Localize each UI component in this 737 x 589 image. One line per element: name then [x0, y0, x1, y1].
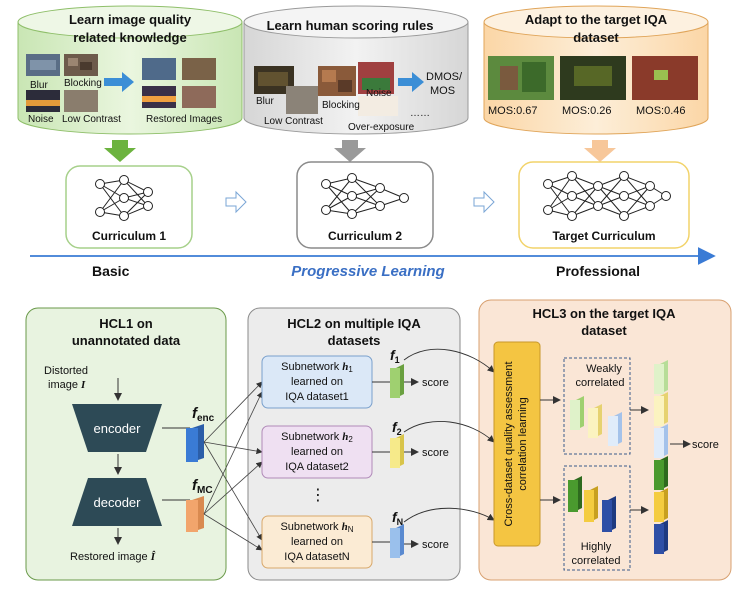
label2-overexposure: Over-exposure — [348, 122, 415, 133]
subnet-1-line2: learned on — [291, 376, 343, 388]
hcl1-title-1: HCL1 on — [99, 316, 153, 331]
highly-box — [563, 465, 631, 571]
curriculum-2-label: Curriculum 2 — [328, 229, 402, 243]
label2-blocking: Blocking — [322, 100, 360, 111]
subnet-dots: ⋮ — [310, 487, 326, 504]
label-professional: Professional — [556, 263, 640, 279]
subnet-2-line1: Subnetwork h2 — [281, 431, 353, 444]
thumb-restored-1 — [142, 58, 176, 80]
weakly-label-1: Weakly — [586, 363, 622, 375]
f1-label: f1 — [390, 347, 400, 365]
label-noise: Noise — [28, 114, 54, 125]
label2-ellipsis: …… — [410, 108, 430, 119]
label-low-contrast: Low Contrast — [62, 114, 121, 125]
distorted-label-2: image I — [48, 379, 86, 391]
subnet-2-line2: learned on — [291, 446, 343, 458]
cylinder-scoring: Learn human scoring rules Blur Low Contr… — [243, 5, 469, 135]
subnet-1-line1: Subnetwork h1 — [281, 361, 353, 374]
cylinder-knowledge: Learn image quality related knowledge Bl… — [17, 5, 243, 135]
label2-dmos: DMOS/ — [426, 71, 463, 83]
weakly-label-2: correlated — [576, 377, 625, 389]
fN-label: fN — [392, 509, 403, 527]
cyl1-title-1: Learn image quality — [69, 12, 192, 27]
thumb2-lowcontrast — [286, 86, 318, 114]
label-progressive: Progressive Learning — [291, 263, 444, 280]
restored-label: Restored image Î — [70, 551, 156, 563]
down-arrow-1 — [104, 140, 136, 162]
cyl3-title-1: Adapt to the target IQA — [525, 12, 668, 27]
curriculum-2-box — [296, 161, 434, 249]
hcl2-title-1: HCL2 on multiple IQA — [287, 316, 421, 331]
fan-connections — [203, 381, 263, 551]
hcl1-title-2: unannotated data — [72, 333, 181, 348]
label-blur: Blur — [30, 80, 48, 91]
label2-noise: Noise — [366, 88, 392, 99]
weakly-box — [563, 357, 631, 455]
thumb-low-contrast — [64, 90, 98, 112]
subnet-N-line2: learned on — [291, 536, 343, 548]
curve-connections — [403, 348, 495, 523]
arrow-c2-c3 — [473, 190, 495, 214]
thumb-restored-2 — [182, 58, 216, 80]
score-2: score — [422, 447, 449, 459]
encoder-label: encoder — [94, 421, 142, 436]
down-arrow-2 — [334, 140, 366, 162]
arrow-c1-c2 — [225, 190, 247, 214]
down-arrow-3 — [584, 140, 616, 162]
subnet-N-line1: Subnetwork hN — [280, 521, 353, 534]
encoder-block — [72, 404, 162, 452]
distorted-label-1: Distorted — [44, 365, 88, 377]
cross-dataset-box — [493, 341, 541, 547]
concat-stack — [654, 360, 668, 554]
subnet-N-line3: IQA datasetN — [284, 551, 349, 563]
cyl1-title-2: related knowledge — [73, 30, 186, 45]
curriculum-1-label: Curriculum 1 — [92, 229, 166, 243]
f2-label: f2 — [392, 419, 402, 437]
f-enc-label: fenc — [192, 405, 215, 424]
label2-lowcontrast: Low Contrast — [264, 116, 323, 127]
nn-icon-2 — [321, 173, 409, 219]
score-1: score — [422, 377, 449, 389]
cyl3-title-2: dataset — [573, 30, 619, 45]
cross-line-1: Cross-dataset quality assessment — [503, 361, 515, 526]
hcl3-score: score — [692, 439, 719, 451]
highly-label-1: Highly — [581, 541, 612, 553]
cross-line-2: correlation learning — [517, 397, 529, 491]
subnet-2-line3: IQA dataset2 — [285, 461, 349, 473]
label2-mos: MOS — [430, 85, 455, 97]
mos-3: MOS:0.46 — [636, 105, 686, 117]
highly-label-2: correlated — [572, 555, 621, 567]
score-N: score — [422, 539, 449, 551]
thumb-restored-4 — [182, 86, 216, 108]
hcl3-title-2: dataset — [581, 323, 627, 338]
nn-icon-1 — [95, 175, 153, 221]
label2-blur: Blur — [256, 96, 274, 107]
cylinder-target: Adapt to the target IQA dataset MOS:0.67… — [483, 5, 709, 135]
mos-2: MOS:0.26 — [562, 105, 612, 117]
label-restored: Restored Images — [146, 114, 222, 125]
label-blocking: Blocking — [64, 78, 102, 89]
hcl3-title-1: HCL3 on the target IQA — [532, 306, 676, 321]
decoder-label: decoder — [94, 495, 142, 510]
label-basic: Basic — [92, 263, 130, 279]
hcl2-title-2: datasets — [328, 333, 381, 348]
nn-icon-3 — [543, 171, 671, 221]
decoder-block — [72, 478, 162, 526]
mos-1: MOS:0.67 — [488, 105, 538, 117]
cyl2-title: Learn human scoring rules — [267, 18, 434, 33]
curriculum-3-label: Target Curriculum — [552, 229, 655, 243]
f-mc-label: fMC — [192, 477, 213, 496]
subnet-1-line3: IQA dataset1 — [285, 391, 349, 403]
thumb2-overexposure — [358, 96, 398, 116]
